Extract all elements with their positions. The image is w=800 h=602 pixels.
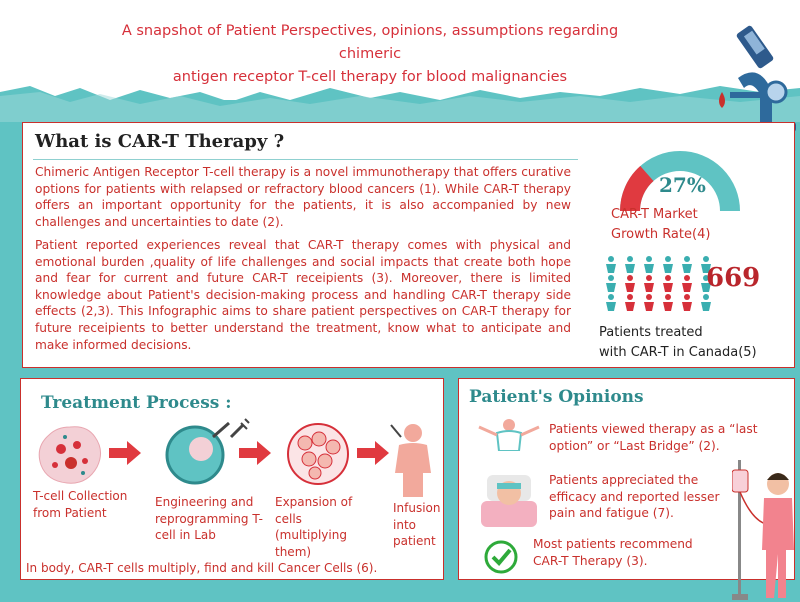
title-underline bbox=[33, 159, 578, 160]
treatment-process-panel: Treatment Process : T-cell Collection fr… bbox=[20, 378, 444, 580]
person-figure-icon bbox=[625, 294, 635, 311]
what-is-cart-title: What is CAR-T Therapy ? bbox=[35, 131, 285, 152]
arrow-right-icon bbox=[239, 441, 271, 465]
person-figure-icon bbox=[644, 256, 654, 273]
person-figure-icon bbox=[701, 275, 711, 292]
t-cell-icon bbox=[38, 426, 101, 484]
wave-divider bbox=[0, 86, 800, 122]
step-engineering-label: Engineering and reprogramming T-cell in … bbox=[155, 495, 263, 542]
growth-label-line-1: CAR-T Market bbox=[611, 207, 698, 222]
person-figure-icon bbox=[644, 275, 654, 292]
growth-value: 27% bbox=[659, 173, 706, 197]
person-figure-icon bbox=[606, 294, 616, 311]
title-line-2: antigen receptor T-cell therapy for bloo… bbox=[172, 69, 568, 85]
patient-opinions-title: Patient's Opinions bbox=[469, 387, 644, 407]
patient-with-iv-icon bbox=[732, 460, 794, 600]
person-figure-icon bbox=[606, 256, 616, 273]
shrugging-person-icon bbox=[478, 419, 540, 451]
engineered-cell-icon bbox=[165, 421, 230, 485]
person-figure-icon bbox=[682, 294, 692, 311]
person-figure-icon bbox=[663, 256, 673, 273]
opinion-last-option: Patients viewed therapy as a “last optio… bbox=[549, 422, 758, 453]
patient-in-bed-icon bbox=[481, 475, 537, 527]
person-figure-icon bbox=[625, 256, 635, 273]
growth-label-line-2: Growth Rate(4) bbox=[611, 227, 711, 242]
header-background bbox=[0, 0, 800, 100]
growth-label: CAR-T Market Growth Rate(4) bbox=[611, 205, 710, 245]
treatment-process-title: Treatment Process : bbox=[41, 393, 232, 413]
patients-count: 669 bbox=[706, 263, 761, 293]
person-figure-icon bbox=[663, 275, 673, 292]
patients-label-line-1: Patients treated bbox=[599, 325, 703, 340]
step-infusion-label: Infusion into patient bbox=[393, 501, 441, 548]
page-title: A snapshot of Patient Perspectives, opin… bbox=[90, 20, 650, 89]
cell-expansion-icon bbox=[287, 423, 349, 485]
person-figure-icon bbox=[701, 256, 711, 273]
person-figure-icon bbox=[682, 275, 692, 292]
patients-label-line-2: with CAR-T in Canada(5) bbox=[599, 345, 757, 360]
arrow-right-icon bbox=[357, 441, 389, 465]
treatment-footer: In body, CAR-T cells multiply, find and … bbox=[26, 561, 378, 575]
intro-paragraph: Chimeric Antigen Receptor T-cell therapy… bbox=[35, 165, 571, 229]
what-is-cart-panel: What is CAR-T Therapy ? Chimeric Antigen… bbox=[22, 122, 795, 368]
step-collection-label: T-cell Collection from Patient bbox=[33, 489, 128, 520]
person-figure-icon bbox=[701, 294, 711, 311]
arrow-right-icon bbox=[109, 441, 141, 465]
patient-infusion-icon bbox=[390, 424, 431, 497]
patients-count-label: Patients treated with CAR-T in Canada(5) bbox=[599, 323, 757, 363]
person-figure-icon bbox=[682, 256, 692, 273]
opinion-recommend: Most patients recommend CAR-T Therapy (3… bbox=[533, 537, 693, 568]
person-figure-icon bbox=[625, 275, 635, 292]
syringe-icon bbox=[229, 418, 250, 439]
checkmark-icon bbox=[484, 540, 518, 574]
experience-paragraph: Patient reported experiences reveal that… bbox=[35, 238, 571, 352]
person-figure-icon bbox=[644, 294, 654, 311]
step-expansion-label: Expansion of cells (multiplying them) bbox=[275, 495, 353, 559]
person-figure-icon bbox=[663, 294, 673, 311]
opinion-efficacy: Patients appreciated the efficacy and re… bbox=[549, 473, 720, 521]
person-figure-icon bbox=[606, 275, 616, 292]
title-line-1: A snapshot of Patient Perspectives, opin… bbox=[121, 23, 619, 62]
growth-gauge bbox=[619, 151, 740, 212]
patients-people-icon bbox=[606, 256, 711, 311]
